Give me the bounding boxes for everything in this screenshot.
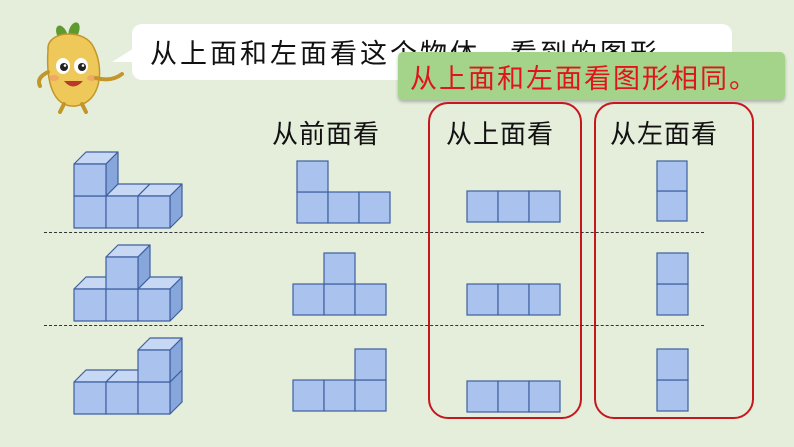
left-view-highlight-frame xyxy=(594,102,754,419)
front-view-row2 xyxy=(292,252,392,316)
left-view-row2 xyxy=(656,252,696,316)
row-separator xyxy=(44,232,704,233)
solid-row2 xyxy=(70,233,200,323)
left-view-row1 xyxy=(656,160,696,222)
solid-row3 xyxy=(70,326,200,416)
header-front-view: 从前面看 xyxy=(272,120,381,150)
solid-row1 xyxy=(70,140,200,230)
potato-mascot-icon xyxy=(37,22,124,114)
row-separator xyxy=(44,325,704,326)
answer-callout xyxy=(398,52,785,100)
left-view-row3 xyxy=(656,348,696,412)
front-view-row3 xyxy=(292,348,392,412)
header-top-view: 从上面看 xyxy=(446,120,555,150)
speech-bubble-tail xyxy=(112,48,134,62)
header-left-view: 从左面看 xyxy=(610,120,719,150)
top-view-row3 xyxy=(466,380,566,413)
top-view-row1 xyxy=(466,190,566,223)
front-view-row1 xyxy=(296,160,396,224)
answer-text: 从上面和左面看图形相同。 xyxy=(410,64,758,95)
top-view-highlight-frame xyxy=(428,102,582,419)
top-view-row2 xyxy=(466,283,566,316)
